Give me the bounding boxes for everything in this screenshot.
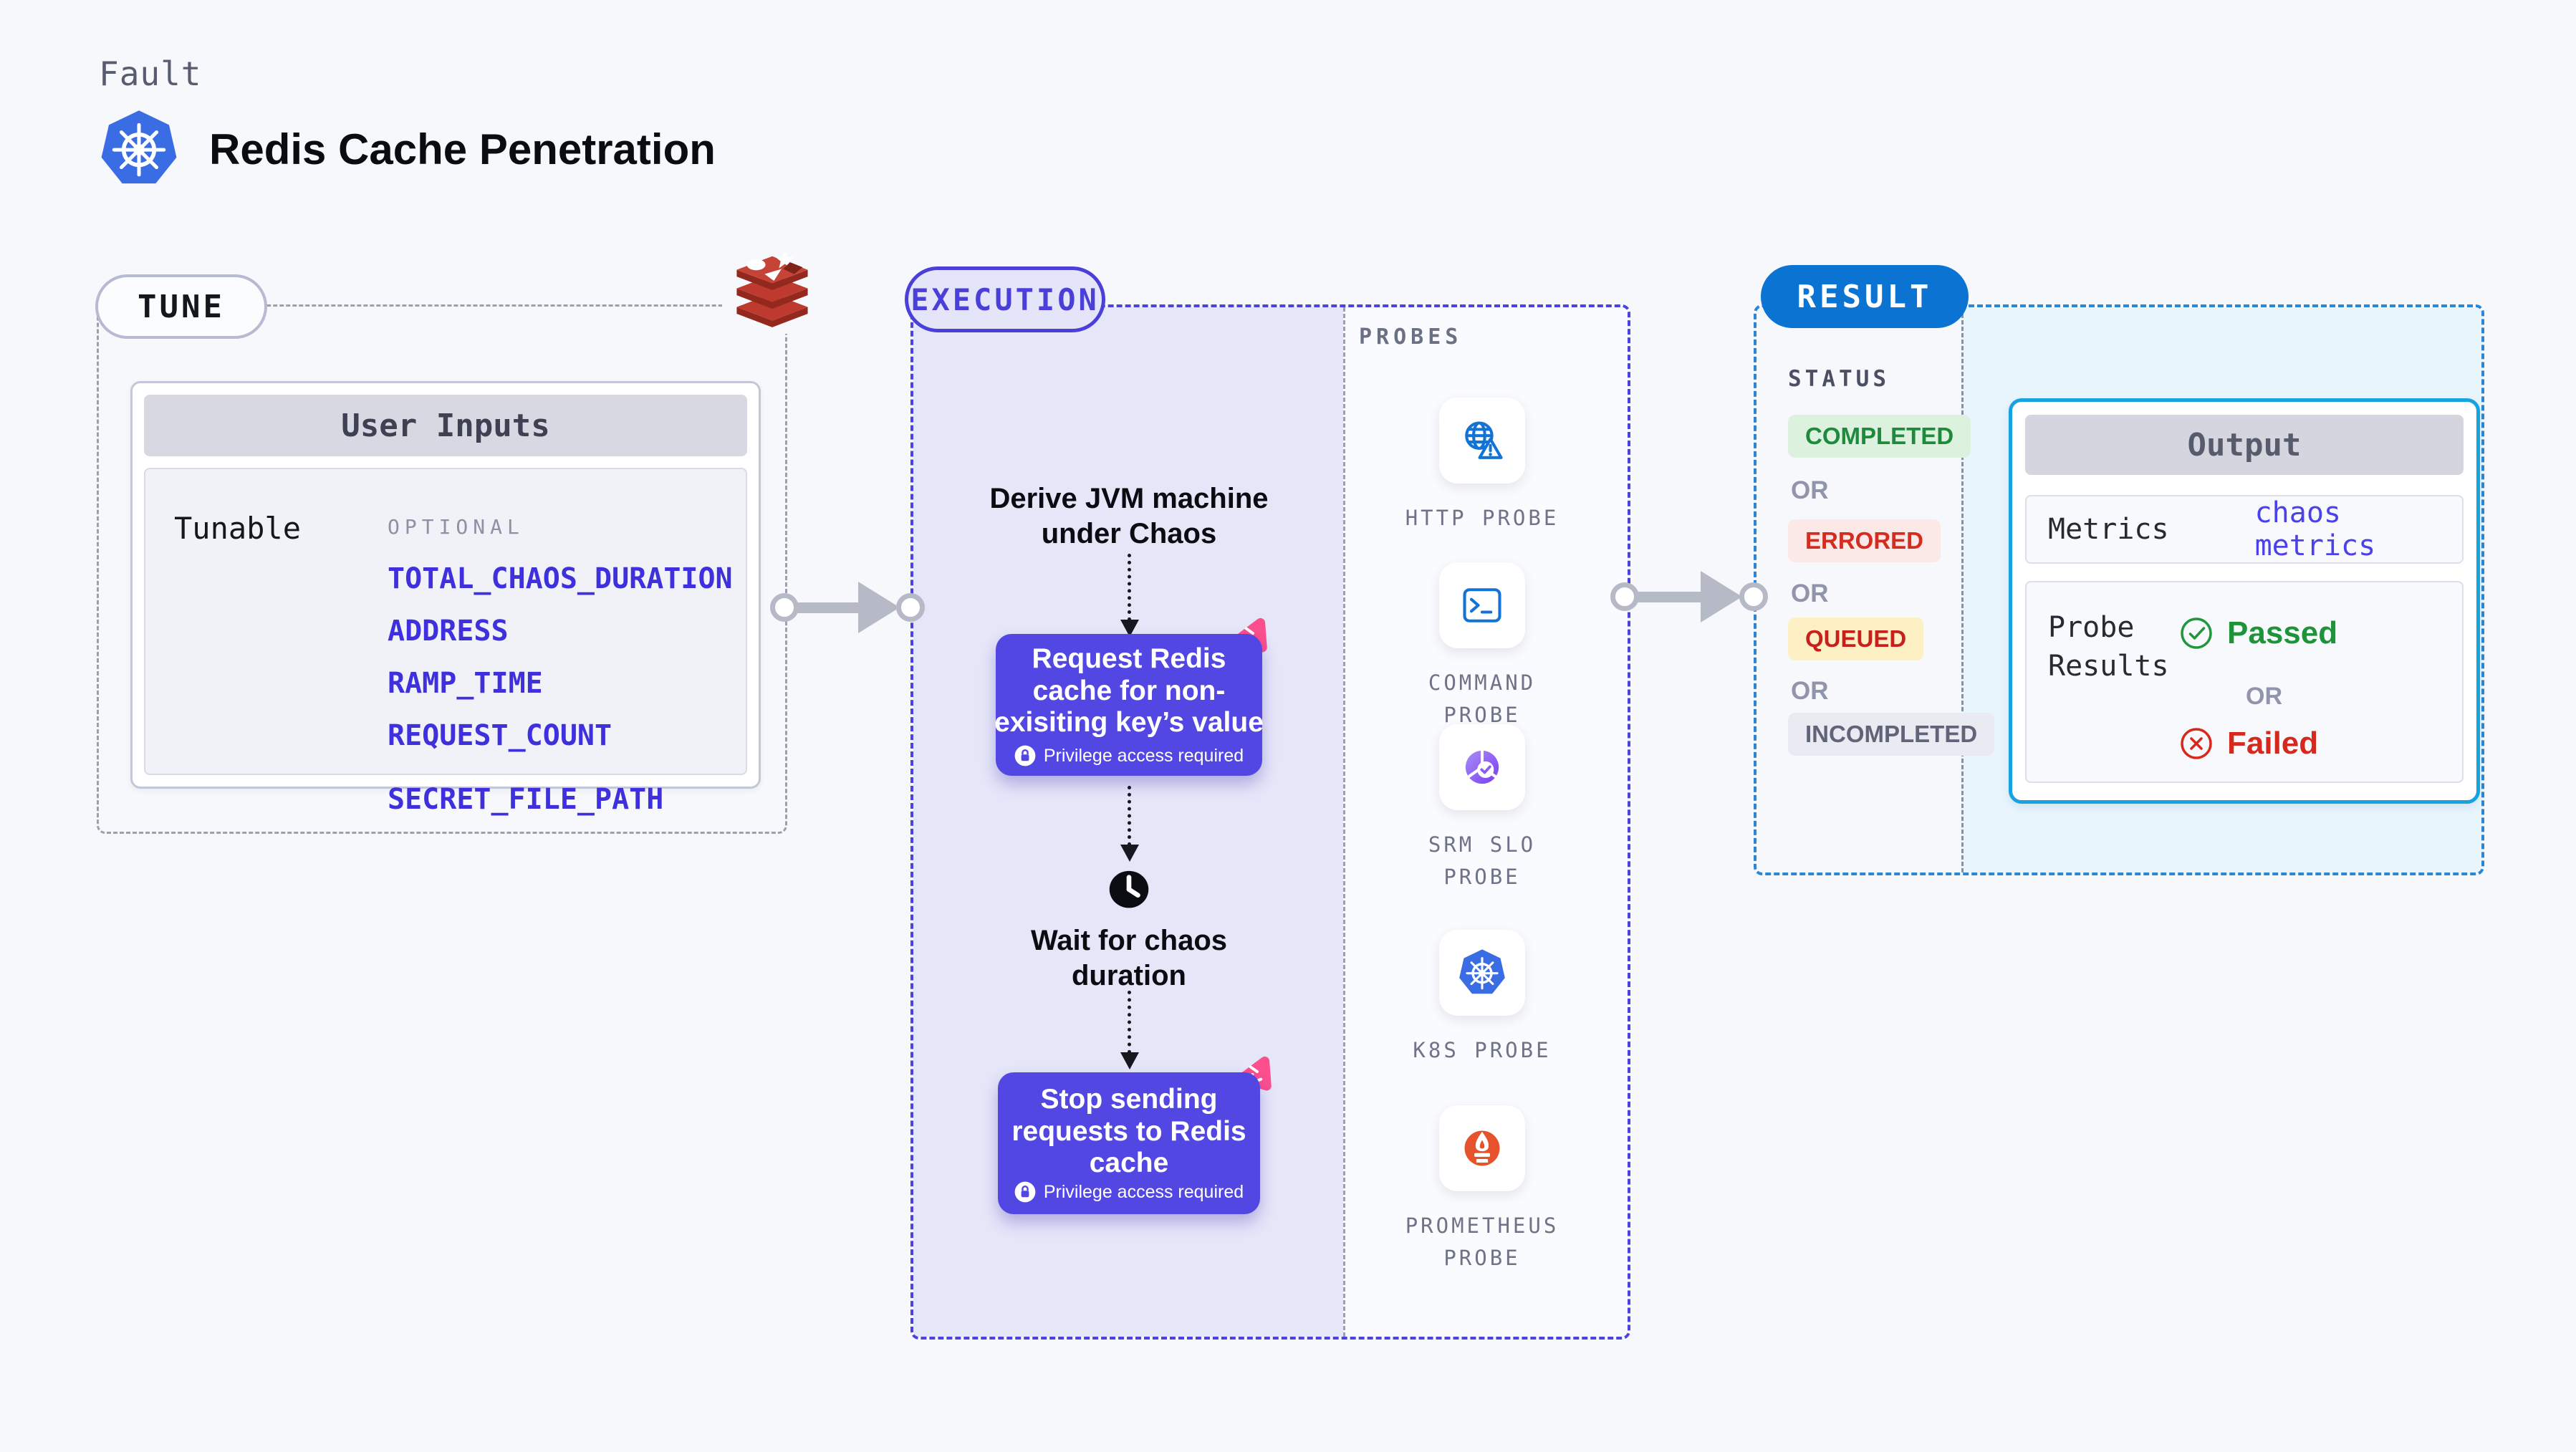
connector-dot	[1739, 582, 1768, 611]
status-badge-queued: QUEUED	[1788, 617, 1924, 660]
output-title: Output	[2025, 415, 2464, 475]
page-kicker: Fault	[99, 54, 202, 93]
flow-connector	[1128, 554, 1131, 621]
status-badge-completed: COMPLETED	[1788, 415, 1971, 458]
lock-icon	[1014, 745, 1036, 766]
param-total-chaos-duration: TOTAL_CHAOS_DURATION	[388, 562, 733, 595]
lock-icon	[1014, 1181, 1036, 1203]
passed-label: Passed	[2227, 615, 2338, 650]
status-output-divider	[1961, 307, 1964, 872]
slo-pie-check-icon	[1465, 749, 1499, 784]
stop-box-line1: Stop sending	[1040, 1083, 1218, 1115]
user-inputs-title: User Inputs	[144, 395, 747, 456]
probes-section-label: PROBES	[1359, 324, 1463, 350]
output-card: Output Metrics chaos metrics Probe Resul…	[2009, 398, 2480, 804]
probe-card-prometheus	[1439, 1105, 1525, 1191]
result-section: STATUS COMPLETED OR ERRORED OR QUEUED OR…	[1754, 304, 2484, 875]
probe-label-command: COMMAND PROBE	[1428, 670, 1537, 727]
step-stop-requests-box: Stop sending requests to Redis cache Pri…	[998, 1072, 1260, 1214]
result-badge: RESULT	[1761, 265, 1969, 328]
x-circle-icon	[2181, 728, 2212, 759]
status-column-label: STATUS	[1788, 366, 1890, 392]
probe-label-http: HTTP PROBE	[1405, 506, 1559, 530]
status-badge-incompleted: INCOMPLETED	[1788, 713, 1995, 756]
prometheus-flame-icon	[1464, 1130, 1500, 1166]
arrow-execution-to-result	[1630, 592, 1702, 602]
flow-connector	[1128, 786, 1131, 846]
tune-section	[97, 304, 787, 834]
connector-dot	[770, 593, 799, 622]
user-inputs-body: Tunable OPTIONAL TOTAL_CHAOS_DURATION AD…	[144, 468, 747, 816]
user-inputs-card: User Inputs Tunable OPTIONAL TOTAL_CHAOS…	[130, 381, 761, 816]
privilege-note-row: Privilege access required	[1014, 1181, 1244, 1203]
stop-box-line3: cache	[1089, 1148, 1169, 1179]
stop-box-line2: requests to Redis	[1011, 1115, 1246, 1147]
step-wait-label: Wait for chaos duration	[967, 923, 1291, 994]
page-title: Redis Cache Penetration	[209, 125, 716, 173]
status-badge-errored: ERRORED	[1788, 519, 1941, 562]
step-request-redis-box: Request Redis cache for non- exisiting k…	[994, 634, 1264, 776]
param-ramp-time: RAMP_TIME	[388, 667, 543, 700]
privilege-note: Privilege access required	[1043, 745, 1244, 766]
probe-result-or-separator: OR	[2246, 683, 2282, 710]
step-derive-line1: Derive JVM machine	[989, 483, 1269, 514]
arrow-tune-to-execution-head	[858, 582, 900, 633]
step-wait-line2: duration	[1072, 959, 1186, 991]
probe-results-label: Probe Results	[2048, 611, 2169, 683]
request-box-line3: exisiting key’s value	[994, 707, 1264, 739]
probe-label-k8s: K8S PROBE	[1413, 1038, 1552, 1062]
probe-card-srm-slo	[1439, 724, 1525, 810]
privilege-note-row: Privilege access required	[1014, 745, 1244, 766]
probe-card-http	[1439, 398, 1525, 484]
terminal-icon	[1463, 588, 1501, 622]
status-or-separator: OR	[1791, 677, 1829, 705]
param-request-count: REQUEST_COUNT	[388, 719, 612, 752]
connector-dot	[896, 593, 925, 622]
execution-section: Derive JVM machine under Chaos Request R…	[910, 304, 1630, 1340]
clock-icon	[1109, 870, 1149, 908]
probe-label-srm-slo: SRM SLO PROBE	[1428, 832, 1537, 889]
probe-label-prometheus: PROMETHEUS PROBE	[1405, 1213, 1559, 1270]
probe-result-passed: Passed	[2178, 615, 2337, 651]
request-box-line2: cache for non-	[1032, 675, 1226, 706]
step-derive-label: Derive JVM machine under Chaos	[967, 481, 1291, 552]
arrow-tune-to-execution	[788, 602, 860, 613]
flow-connector-arrowhead	[1120, 845, 1139, 862]
globe-alert-icon	[1465, 421, 1503, 459]
execution-badge: EXECUTION	[905, 266, 1105, 332]
param-secret-file-path: SECRET_FILE_PATH	[388, 783, 664, 816]
arrow-execution-to-result-head	[1701, 571, 1742, 622]
metrics-row: Metrics chaos metrics	[2025, 495, 2464, 564]
probe-result-failed: Failed	[2178, 726, 2318, 761]
tune-badge: TUNE	[95, 274, 267, 339]
step-wait-line1: Wait for chaos	[1030, 925, 1228, 956]
execution-probes-divider	[1343, 307, 1345, 1337]
probe-card-command	[1439, 562, 1525, 648]
probe-card-k8s	[1439, 930, 1525, 1016]
request-box-line1: Request Redis	[1032, 643, 1226, 674]
kubernetes-icon	[1459, 949, 1505, 994]
optional-column-label: OPTIONAL	[388, 515, 524, 539]
tunable-row-label: Tunable	[174, 511, 302, 546]
probe-results-row: Probe Results Passed OR Failed	[2025, 581, 2464, 783]
page-header: Redis Cache Penetration	[99, 107, 716, 191]
status-or-separator: OR	[1791, 580, 1829, 607]
flow-connector	[1128, 991, 1131, 1054]
metrics-value: chaos metrics	[2254, 496, 2376, 562]
param-address: ADDRESS	[388, 615, 509, 648]
privilege-note: Privilege access required	[1043, 1181, 1244, 1202]
tunable-params-list: TOTAL_CHAOS_DURATION ADDRESS RAMP_TIME R…	[388, 562, 733, 816]
metrics-label: Metrics	[2048, 513, 2169, 546]
kubernetes-icon	[101, 110, 177, 184]
redis-target-wrap	[722, 246, 822, 334]
flow-connector-arrowhead	[1120, 1052, 1139, 1069]
failed-label: Failed	[2227, 726, 2319, 761]
step-derive-line2: under Chaos	[1041, 517, 1217, 549]
status-or-separator: OR	[1791, 476, 1829, 504]
connector-dot	[1610, 582, 1639, 611]
redis-icon	[736, 250, 808, 327]
check-circle-icon	[2181, 617, 2212, 649]
